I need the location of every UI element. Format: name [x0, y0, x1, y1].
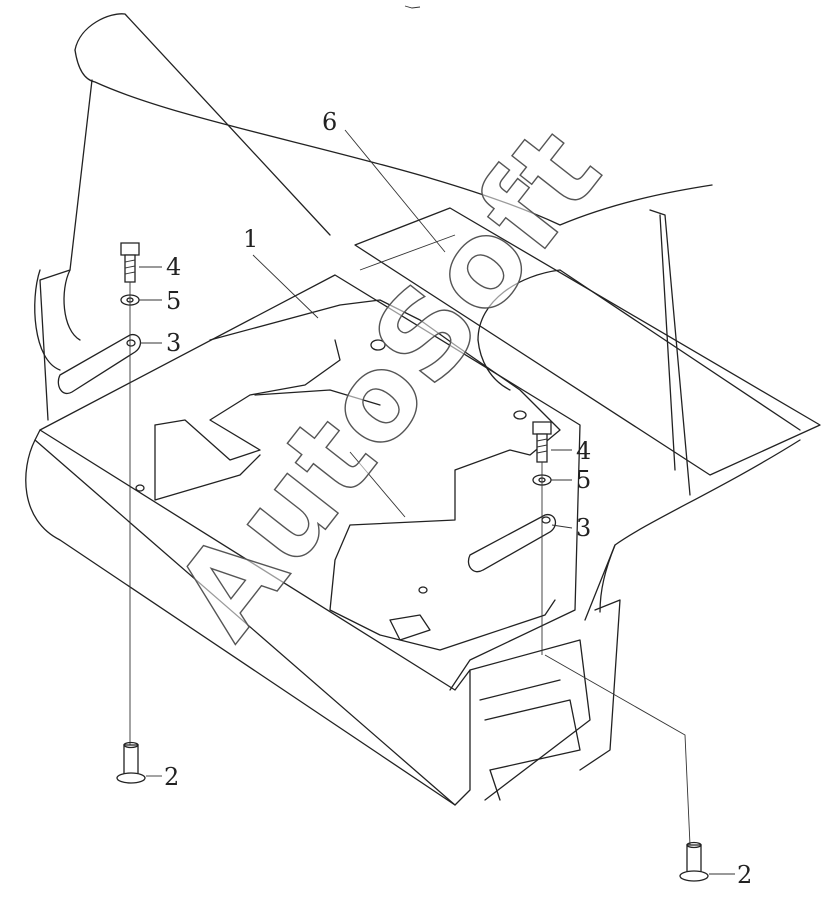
- bolt-4-right-head: [532, 421, 552, 435]
- bolt-4-left-shank: [124, 254, 136, 283]
- callout-3-right: 3: [576, 514, 591, 542]
- scan-mark: [404, 5, 421, 9]
- callout-5-left: 5: [166, 287, 181, 315]
- vehicle-cab-outline: [34, 13, 801, 771]
- right-fastener-set: [467, 421, 691, 846]
- floor-mat-1: [39, 274, 581, 691]
- callout-6: 6: [322, 108, 337, 136]
- callout-2-left: 2: [164, 763, 179, 791]
- bolt-4-right-shank: [536, 433, 548, 463]
- leader-line-1b: [349, 451, 406, 518]
- callout-4-left: 4: [166, 253, 181, 281]
- callout-3-left: 3: [166, 329, 181, 357]
- callout-1: 1: [243, 225, 258, 253]
- leader-line-1: [252, 254, 319, 319]
- callout-4-right: 4: [576, 437, 591, 465]
- bushing-2-right: [679, 841, 735, 882]
- cover-panel-6: [354, 207, 821, 476]
- leader-line-6: [344, 129, 446, 253]
- callout-5-right: 5: [576, 466, 591, 494]
- bracket-3-right: [467, 513, 557, 573]
- watermark-text: AutoSoft: [148, 102, 628, 662]
- bolt-4-left-head: [120, 242, 140, 256]
- left-fastener-set: [57, 242, 162, 760]
- callout-2-right: 2: [737, 861, 752, 889]
- bracket-3-left: [57, 333, 142, 395]
- bushing-2-left: [116, 741, 162, 784]
- front-bumper: [25, 429, 591, 806]
